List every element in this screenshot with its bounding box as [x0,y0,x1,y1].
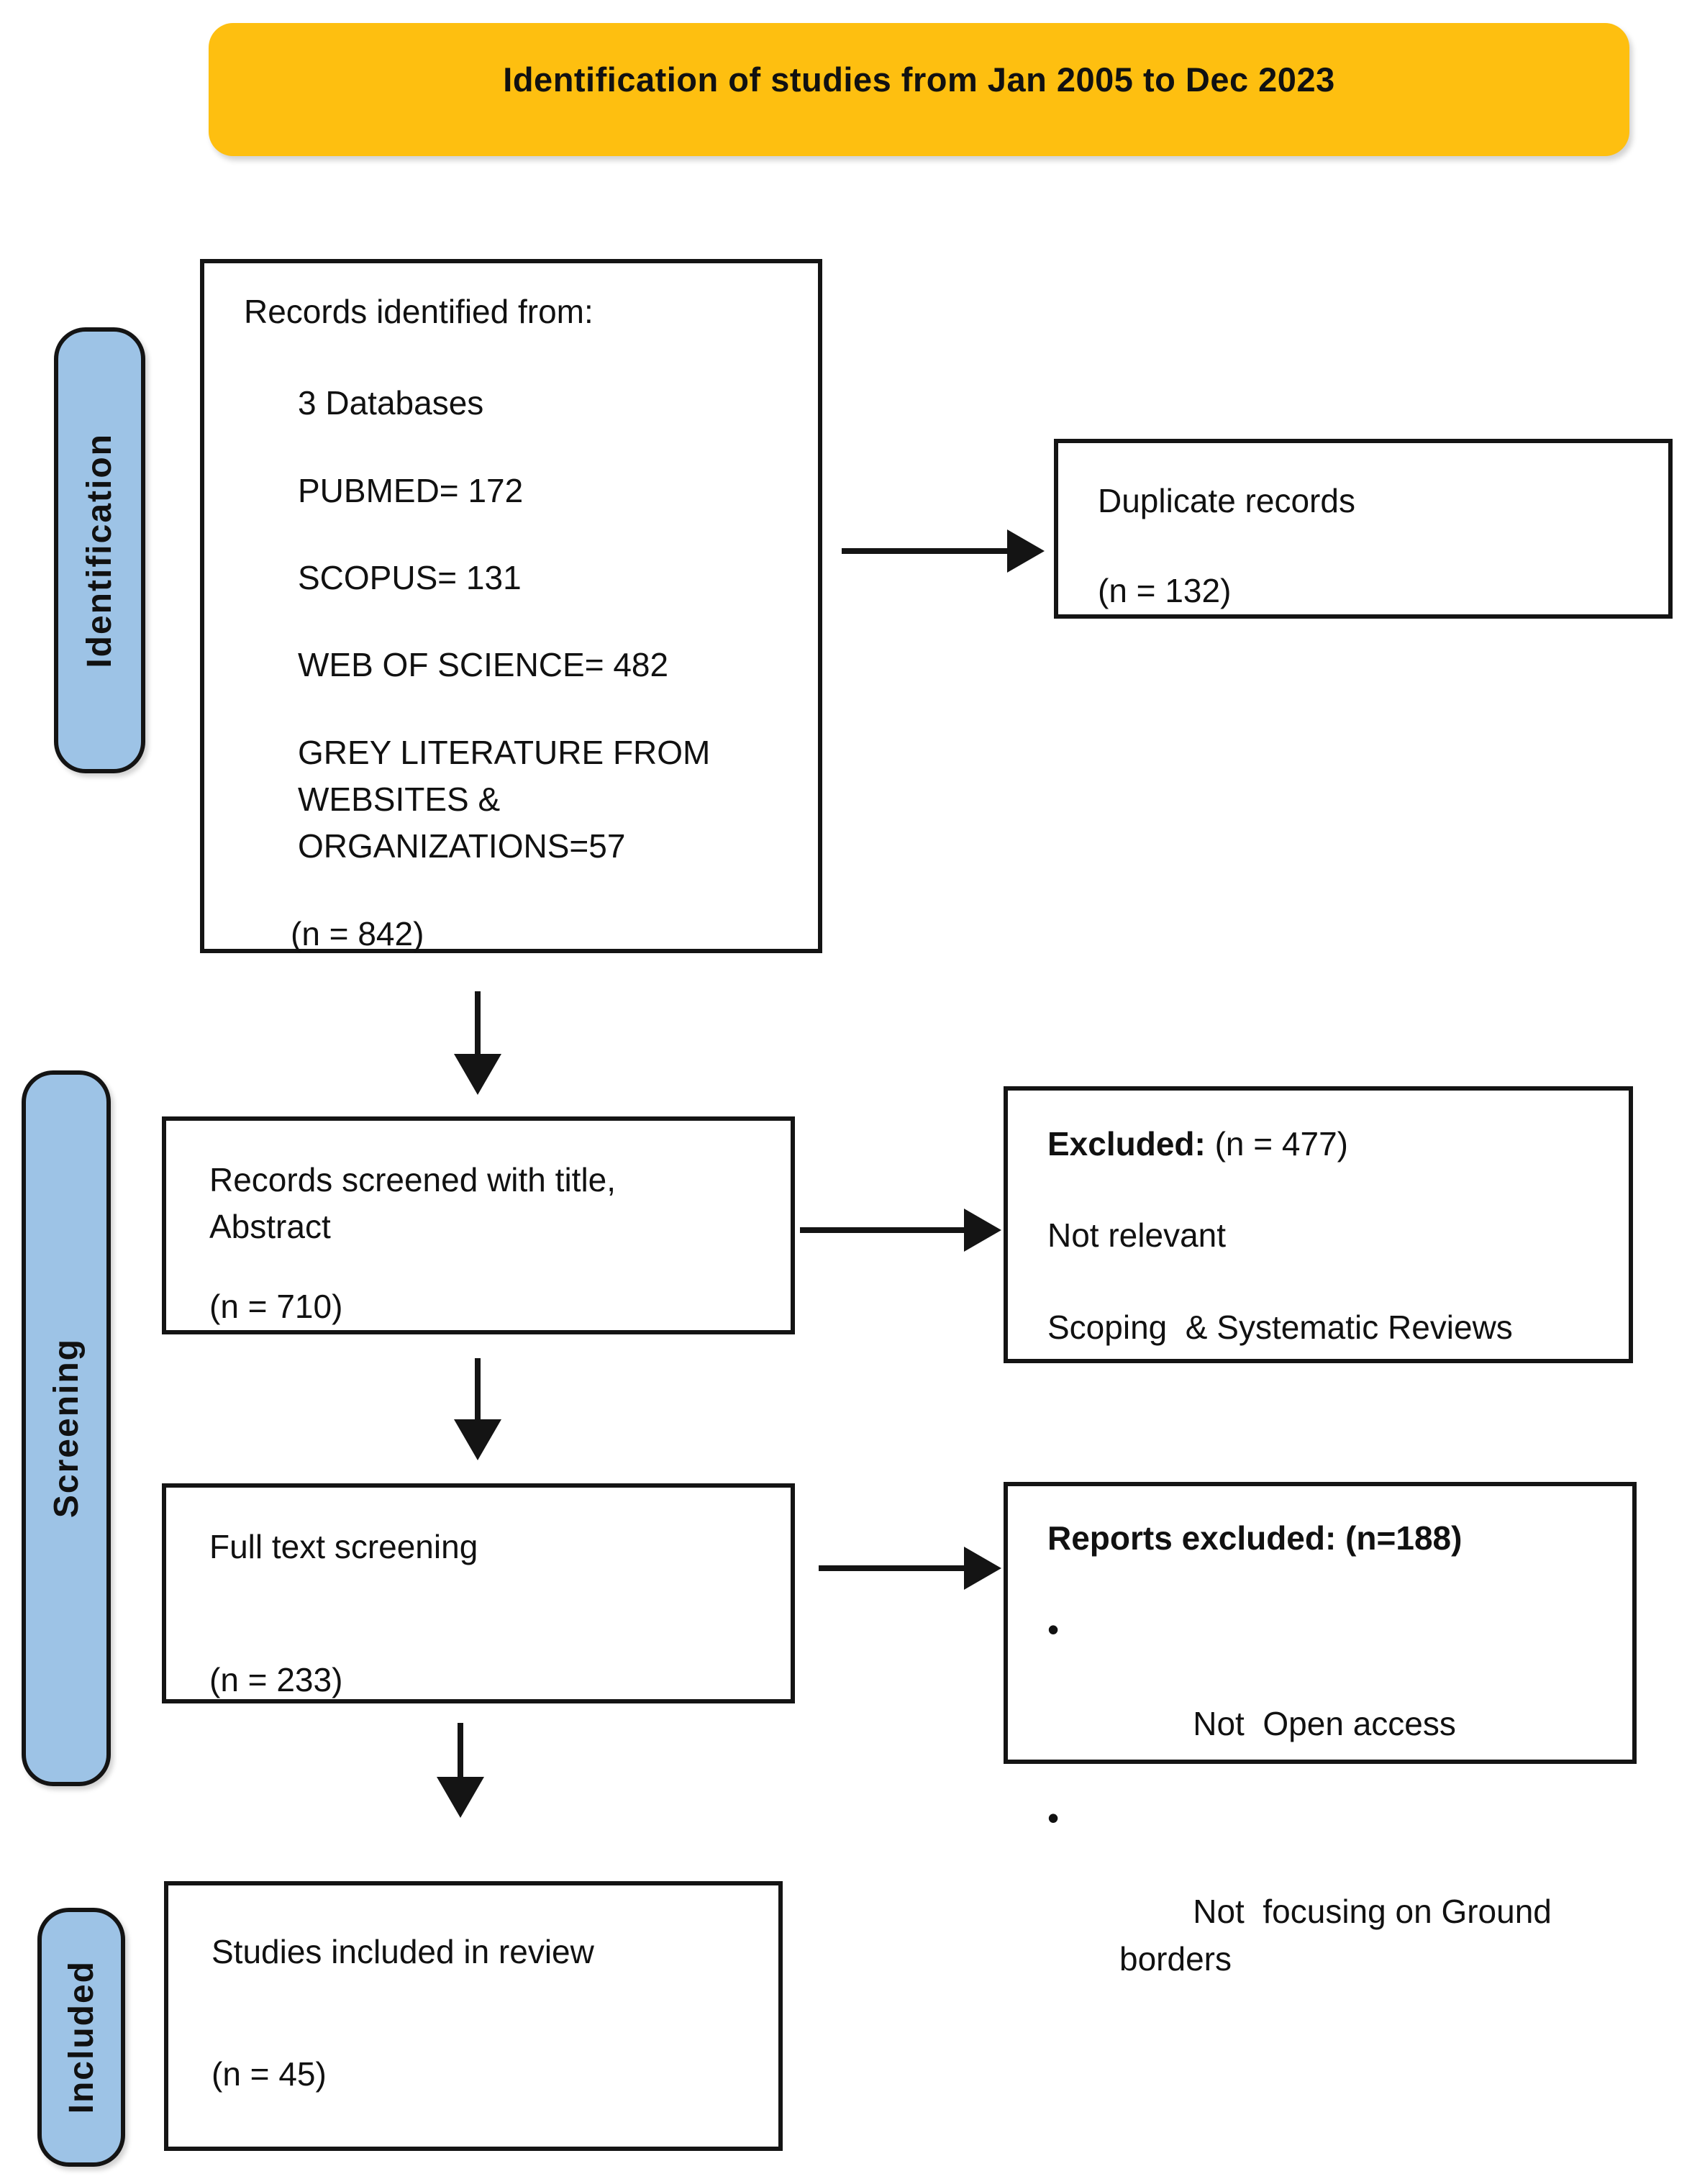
records-screened-line1: Records screened with title, [209,1161,617,1198]
full-text-label: Full text screening [209,1528,478,1565]
box-full-text-screening: Full text screening (n = 233) [162,1483,795,1703]
reports-excluded-bullet-1: Not Open access [1193,1704,1456,1742]
stage-tab-included: Included [37,1908,125,2167]
records-item-grey: GREY LITERATURE FROM WEBSITES & ORGANIZA… [298,733,720,865]
reports-excluded-bullets: • Not Open access • Not focusing on Grou… [1047,1606,1607,2029]
records-identified-title: Records identified from: [244,293,593,330]
studies-included-label: Studies included in review [212,1933,594,1970]
title-banner: Identification of studies from Jan 2005 … [209,23,1629,156]
duplicate-records-count: (n = 132) [1098,572,1232,610]
stage-tab-identification: Identification [54,327,145,773]
records-screened-count: (n = 710) [209,1287,343,1325]
bullet-icon: • [1047,1611,1060,1649]
box-studies-included: Studies included in review (n = 45) [164,1881,783,2151]
box-excluded: Excluded: (n = 477) Not relevant Scoping… [1004,1086,1633,1363]
records-item-wos: WEB OF SCIENCE= 482 [298,646,669,684]
box-records-identified: Records identified from: 3 Databases PUB… [200,259,822,953]
duplicate-records-label: Duplicate records [1098,482,1355,519]
stage-tab-included-label: Included [62,1960,101,2114]
box-duplicate-records: Duplicate records (n = 132) [1054,439,1673,619]
records-screened-line2: Abstract [209,1208,331,1246]
records-identified-count: (n = 842) [291,914,424,952]
list-item: • Not Open access [1047,1606,1607,1794]
box-reports-excluded: Reports excluded: (n=188) • Not Open acc… [1004,1482,1637,1978]
excluded-reason-1: Not relevant [1047,1216,1227,1255]
reports-excluded-bullet-2: Not focusing on Ground borders [1119,1893,1561,1978]
excluded-title-bold: Excluded: [1047,1125,1206,1162]
records-item-scopus: SCOPUS= 131 [298,558,522,596]
banner-label: Identification of studies from Jan 2005 … [503,60,1335,99]
bullet-icon: • [1047,1798,1060,1837]
excluded-title: Excluded: (n = 477) [1047,1121,1607,1168]
full-text-count: (n = 233) [209,1661,343,1699]
list-item: • Not focusing on Ground borders [1047,1795,1607,2030]
stage-tab-screening-label: Screening [47,1338,86,1519]
records-item-databases: 3 Databases [298,384,484,422]
stage-tab-screening: Screening [22,1070,111,1786]
box-records-screened: Records screened with title, Abstract (n… [162,1116,795,1334]
excluded-reason-2: Scoping & Systematic Reviews [1047,1308,1513,1346]
records-identified-items: 3 Databases PUBMED= 172 SCOPUS= 131 WEB … [244,380,793,870]
studies-included-count: (n = 45) [212,2055,327,2093]
records-item-pubmed: PUBMED= 172 [298,471,524,509]
stage-tab-identification-label: Identification [81,432,119,668]
excluded-title-count: (n = 477) [1205,1125,1349,1162]
reports-excluded-title: Reports excluded: (n=188) [1047,1519,1463,1557]
